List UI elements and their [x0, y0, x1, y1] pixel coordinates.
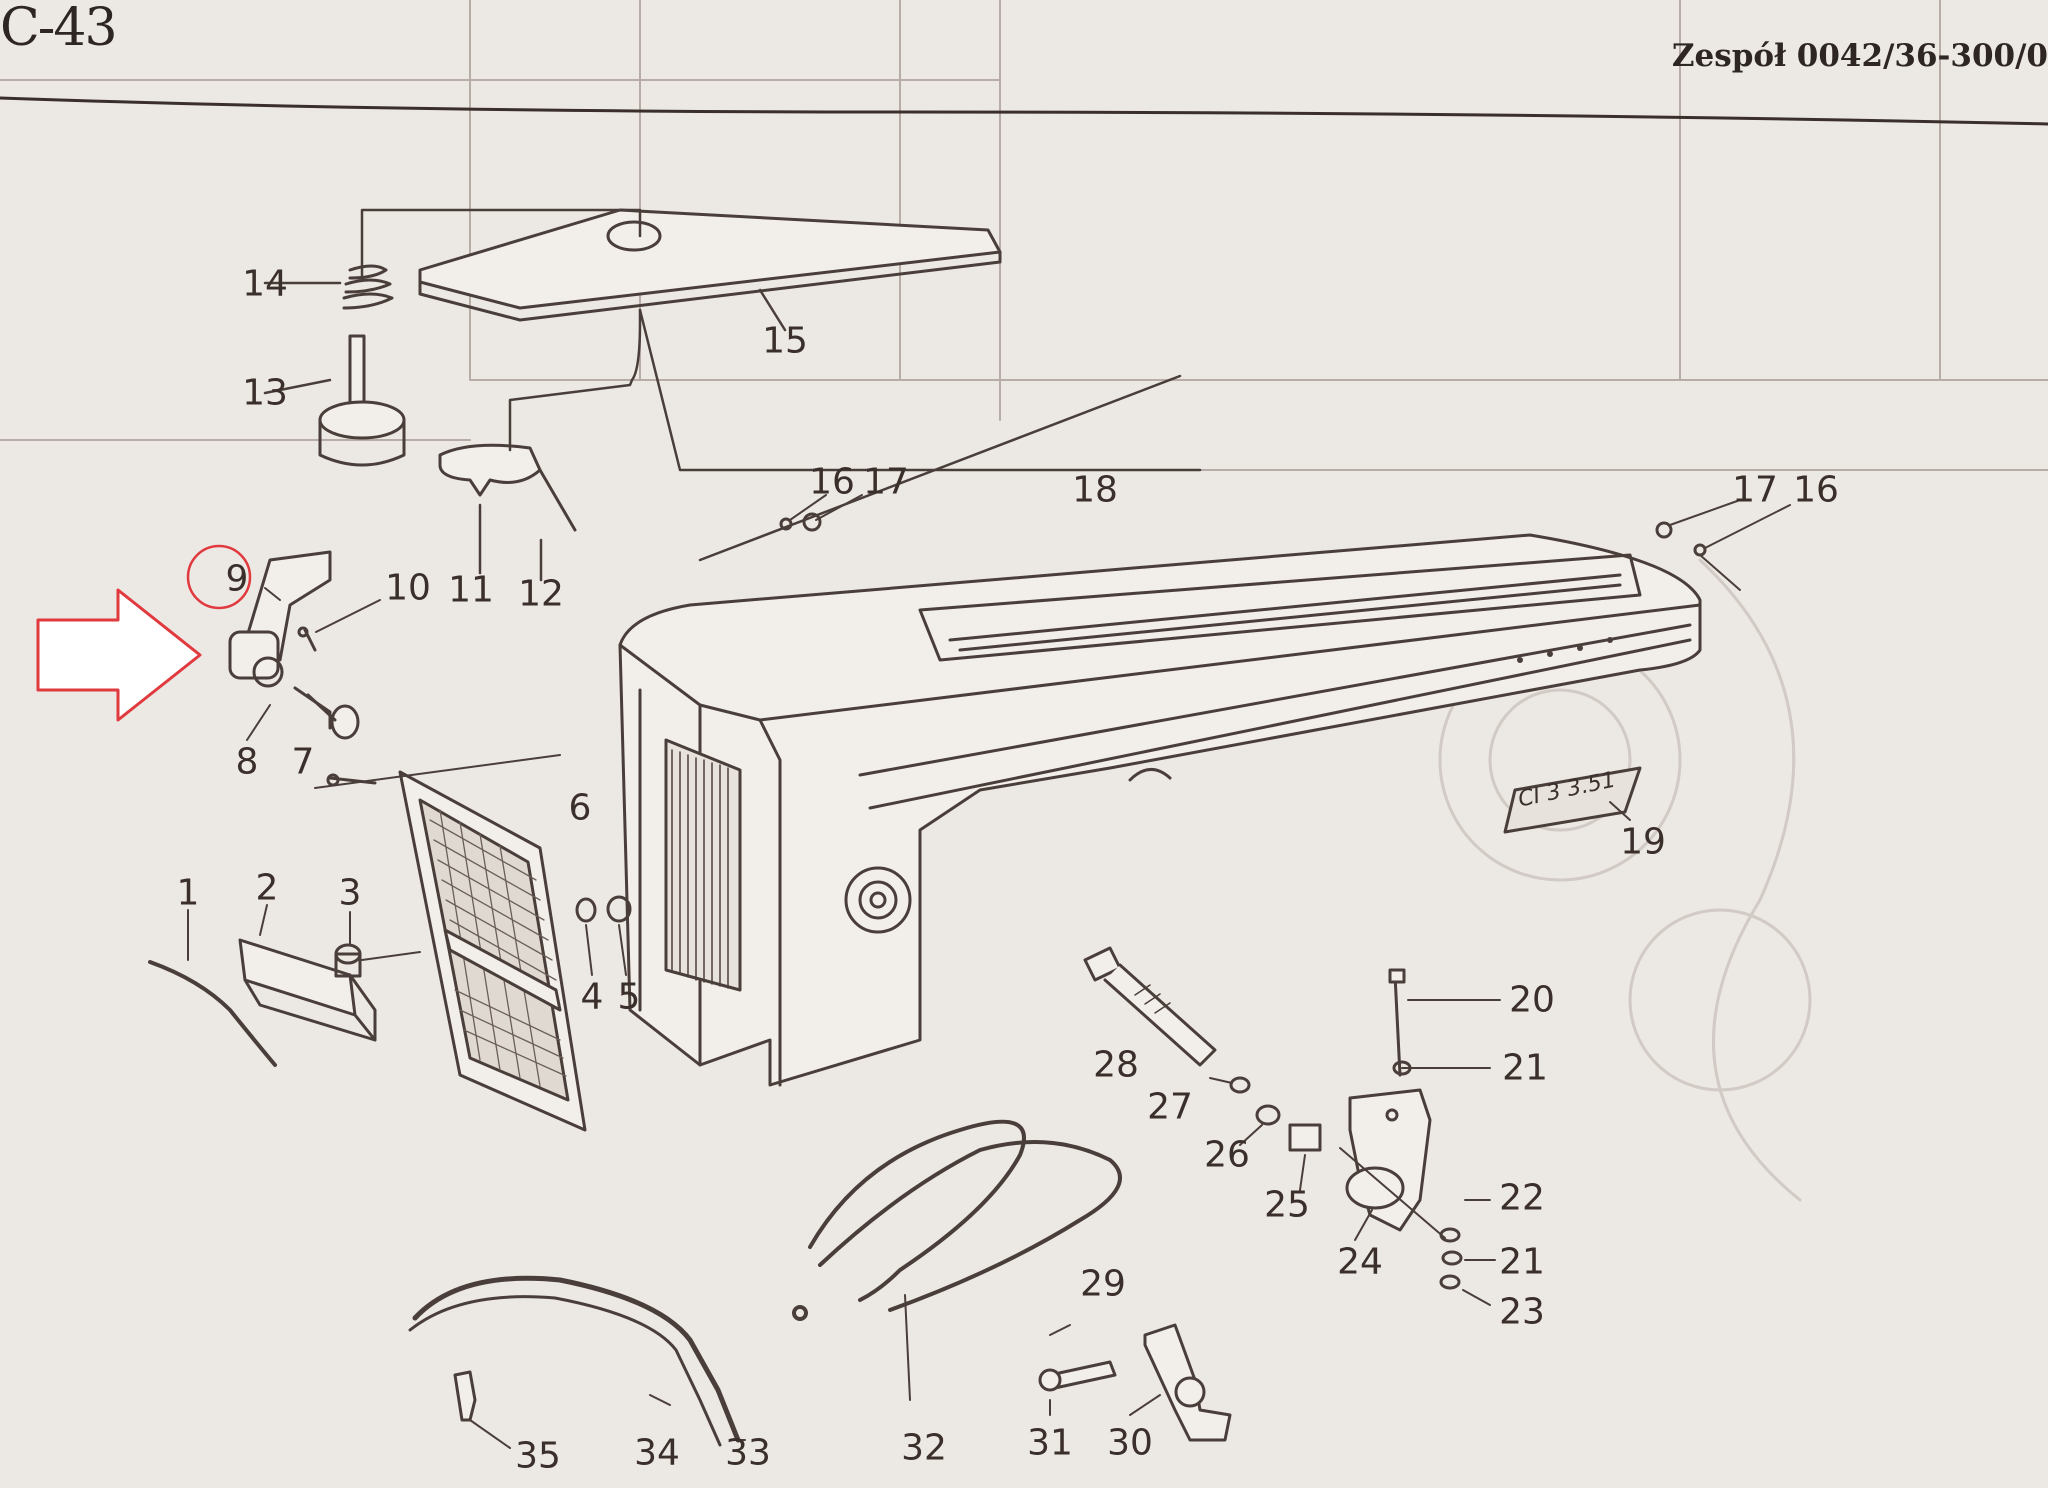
page-number: C-43	[0, 0, 118, 58]
callout-11: 11	[448, 569, 494, 611]
callout-6: 6	[568, 787, 592, 829]
assembly-label: Zespół 0042/36-300/0	[1671, 38, 2048, 74]
callout-23: 23	[1499, 1291, 1545, 1333]
leader-lines	[263, 208, 1202, 582]
part-16-17-right	[1655, 499, 1791, 591]
callout-9: 9	[225, 558, 249, 600]
callout-5: 5	[617, 976, 641, 1018]
callout-4: 4	[580, 976, 604, 1018]
callout-12: 12	[518, 573, 564, 615]
callout-32: 32	[901, 1427, 947, 1469]
part-14-spring	[342, 264, 394, 310]
callout-18: 18	[1072, 469, 1118, 511]
callout-35: 35	[515, 1435, 561, 1477]
callout-30: 30	[1107, 1422, 1153, 1464]
callout-13: 13	[242, 372, 288, 414]
callout-29: 29	[1080, 1263, 1126, 1305]
callout-17: 17	[863, 461, 909, 503]
part-6-grille	[314, 754, 587, 1132]
callout-9-highlight-circle	[186, 544, 252, 610]
callout-20: 20	[1509, 979, 1555, 1021]
callout-22: 22	[1499, 1177, 1545, 1219]
callout-25: 25	[1264, 1184, 1310, 1226]
background-parts-table	[0, 0, 2048, 471]
callout-17: 17	[1732, 469, 1778, 511]
callout-21: 21	[1499, 1241, 1545, 1283]
callout-31: 31	[1027, 1422, 1073, 1464]
callout-28: 28	[1093, 1044, 1139, 1086]
part-15-top-panel	[418, 208, 1002, 322]
parts-7-8-9-10	[228, 550, 381, 787]
callout-10: 10	[385, 567, 431, 609]
header-rule	[0, 96, 2048, 126]
part-11-lever	[438, 443, 542, 497]
callout-1: 1	[176, 872, 200, 914]
callout-21: 21	[1502, 1047, 1548, 1089]
parts-29-31-handle	[1038, 1323, 1232, 1442]
parts-1-2-3-emblem	[148, 904, 421, 1067]
callout-15: 15	[762, 320, 808, 362]
callout-7: 7	[291, 741, 315, 783]
part-16-17-left	[779, 494, 863, 532]
callout-26: 26	[1204, 1134, 1250, 1176]
parts-4-5-nuts	[575, 895, 632, 976]
callout-16: 16	[809, 461, 855, 503]
callout-33: 33	[725, 1432, 771, 1474]
part-32-cable	[792, 1119, 1122, 1401]
callout-34: 34	[634, 1432, 680, 1474]
part-12-pin	[538, 468, 577, 532]
callout-2: 2	[255, 867, 279, 909]
part-24-bracket	[1339, 968, 1501, 1306]
red-pointer-arrow	[36, 588, 202, 722]
part-18-hood	[618, 533, 1702, 1087]
callout-14: 14	[242, 263, 288, 305]
callout-19: 19	[1620, 821, 1666, 863]
parts-25-28-bolt	[1083, 946, 1322, 1191]
part-33-trim-arc	[408, 1275, 746, 1447]
callout-24: 24	[1337, 1241, 1383, 1283]
callout-8: 8	[235, 741, 259, 783]
callout-3: 3	[338, 872, 362, 914]
callout-16: 16	[1793, 469, 1839, 511]
part-19-badge	[1503, 766, 1642, 834]
callout-27: 27	[1147, 1086, 1193, 1128]
part-35-plug	[453, 1370, 511, 1449]
part-13-knob	[318, 334, 406, 467]
